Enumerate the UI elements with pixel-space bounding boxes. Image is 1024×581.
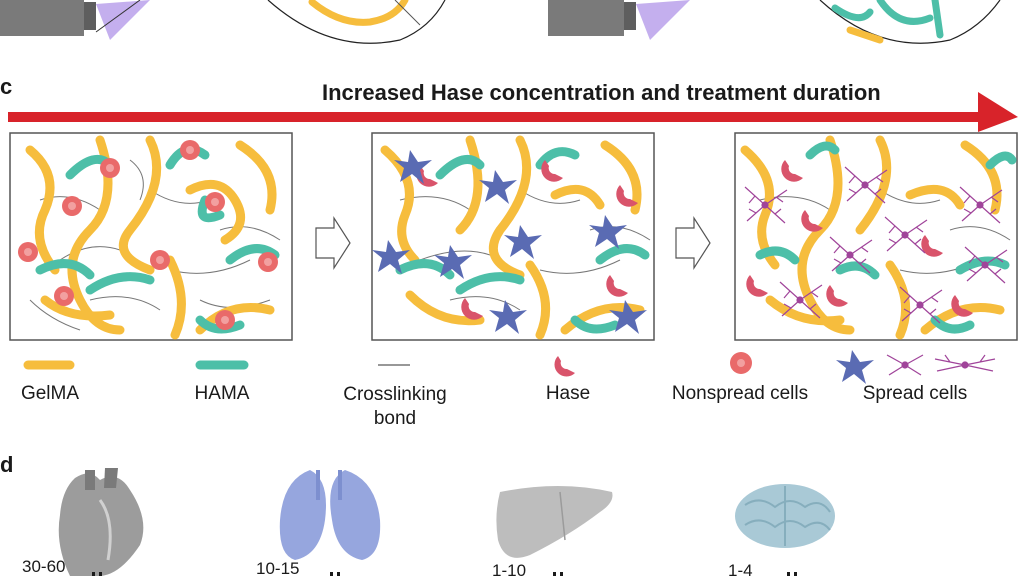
- hydrogel-box-degraded: [734, 132, 1018, 341]
- device-icon-left: [0, 0, 150, 40]
- legend-hase-symbol: [554, 356, 575, 377]
- progress-arrow: [8, 92, 1018, 132]
- heart-icon: [58, 468, 144, 576]
- legend-label-hama: HAMA: [194, 383, 250, 404]
- nonspread-cells: [18, 140, 278, 330]
- lung-value: 10-15: [256, 559, 300, 578]
- brain-icon: [735, 484, 835, 548]
- panel-d-label: d: [0, 452, 14, 477]
- legend-label-gelma: GelMA: [20, 383, 80, 404]
- step-arrow-1: [315, 215, 351, 271]
- brain-value: 1-4: [728, 561, 753, 580]
- liver-icon: [496, 486, 613, 558]
- lung-icon: [279, 470, 381, 560]
- value-unit-fragments: [92, 572, 797, 576]
- hydrogel-box-intermediate: [371, 132, 655, 341]
- magnified-circle-left: [267, 0, 446, 44]
- device-icon-right: [548, 0, 690, 40]
- magnified-circle-right: [819, 0, 1001, 44]
- spread-cells-purple: [744, 166, 1008, 324]
- hydrogel-box-initial: [9, 132, 293, 341]
- spread-cells-blue: [372, 150, 647, 334]
- heart-value: 30-60: [22, 557, 66, 576]
- legend-label-hase: Hase: [545, 383, 591, 404]
- legend-nonspread-symbol: [730, 352, 752, 374]
- hase-molecules: [416, 160, 638, 320]
- legend-label-spread: Spread cells: [862, 383, 968, 404]
- panel-c-label: c: [0, 74, 13, 99]
- legend-label-nonspread: Nonspread cells: [671, 383, 809, 404]
- legend-spread-symbol: [836, 350, 996, 384]
- arrow-title: Increased Hase concentration and treatme…: [322, 80, 881, 105]
- legend-label-crosslink: Crosslinking bond: [343, 384, 447, 429]
- liver-value: 1-10: [492, 561, 527, 580]
- step-arrow-2: [675, 215, 711, 271]
